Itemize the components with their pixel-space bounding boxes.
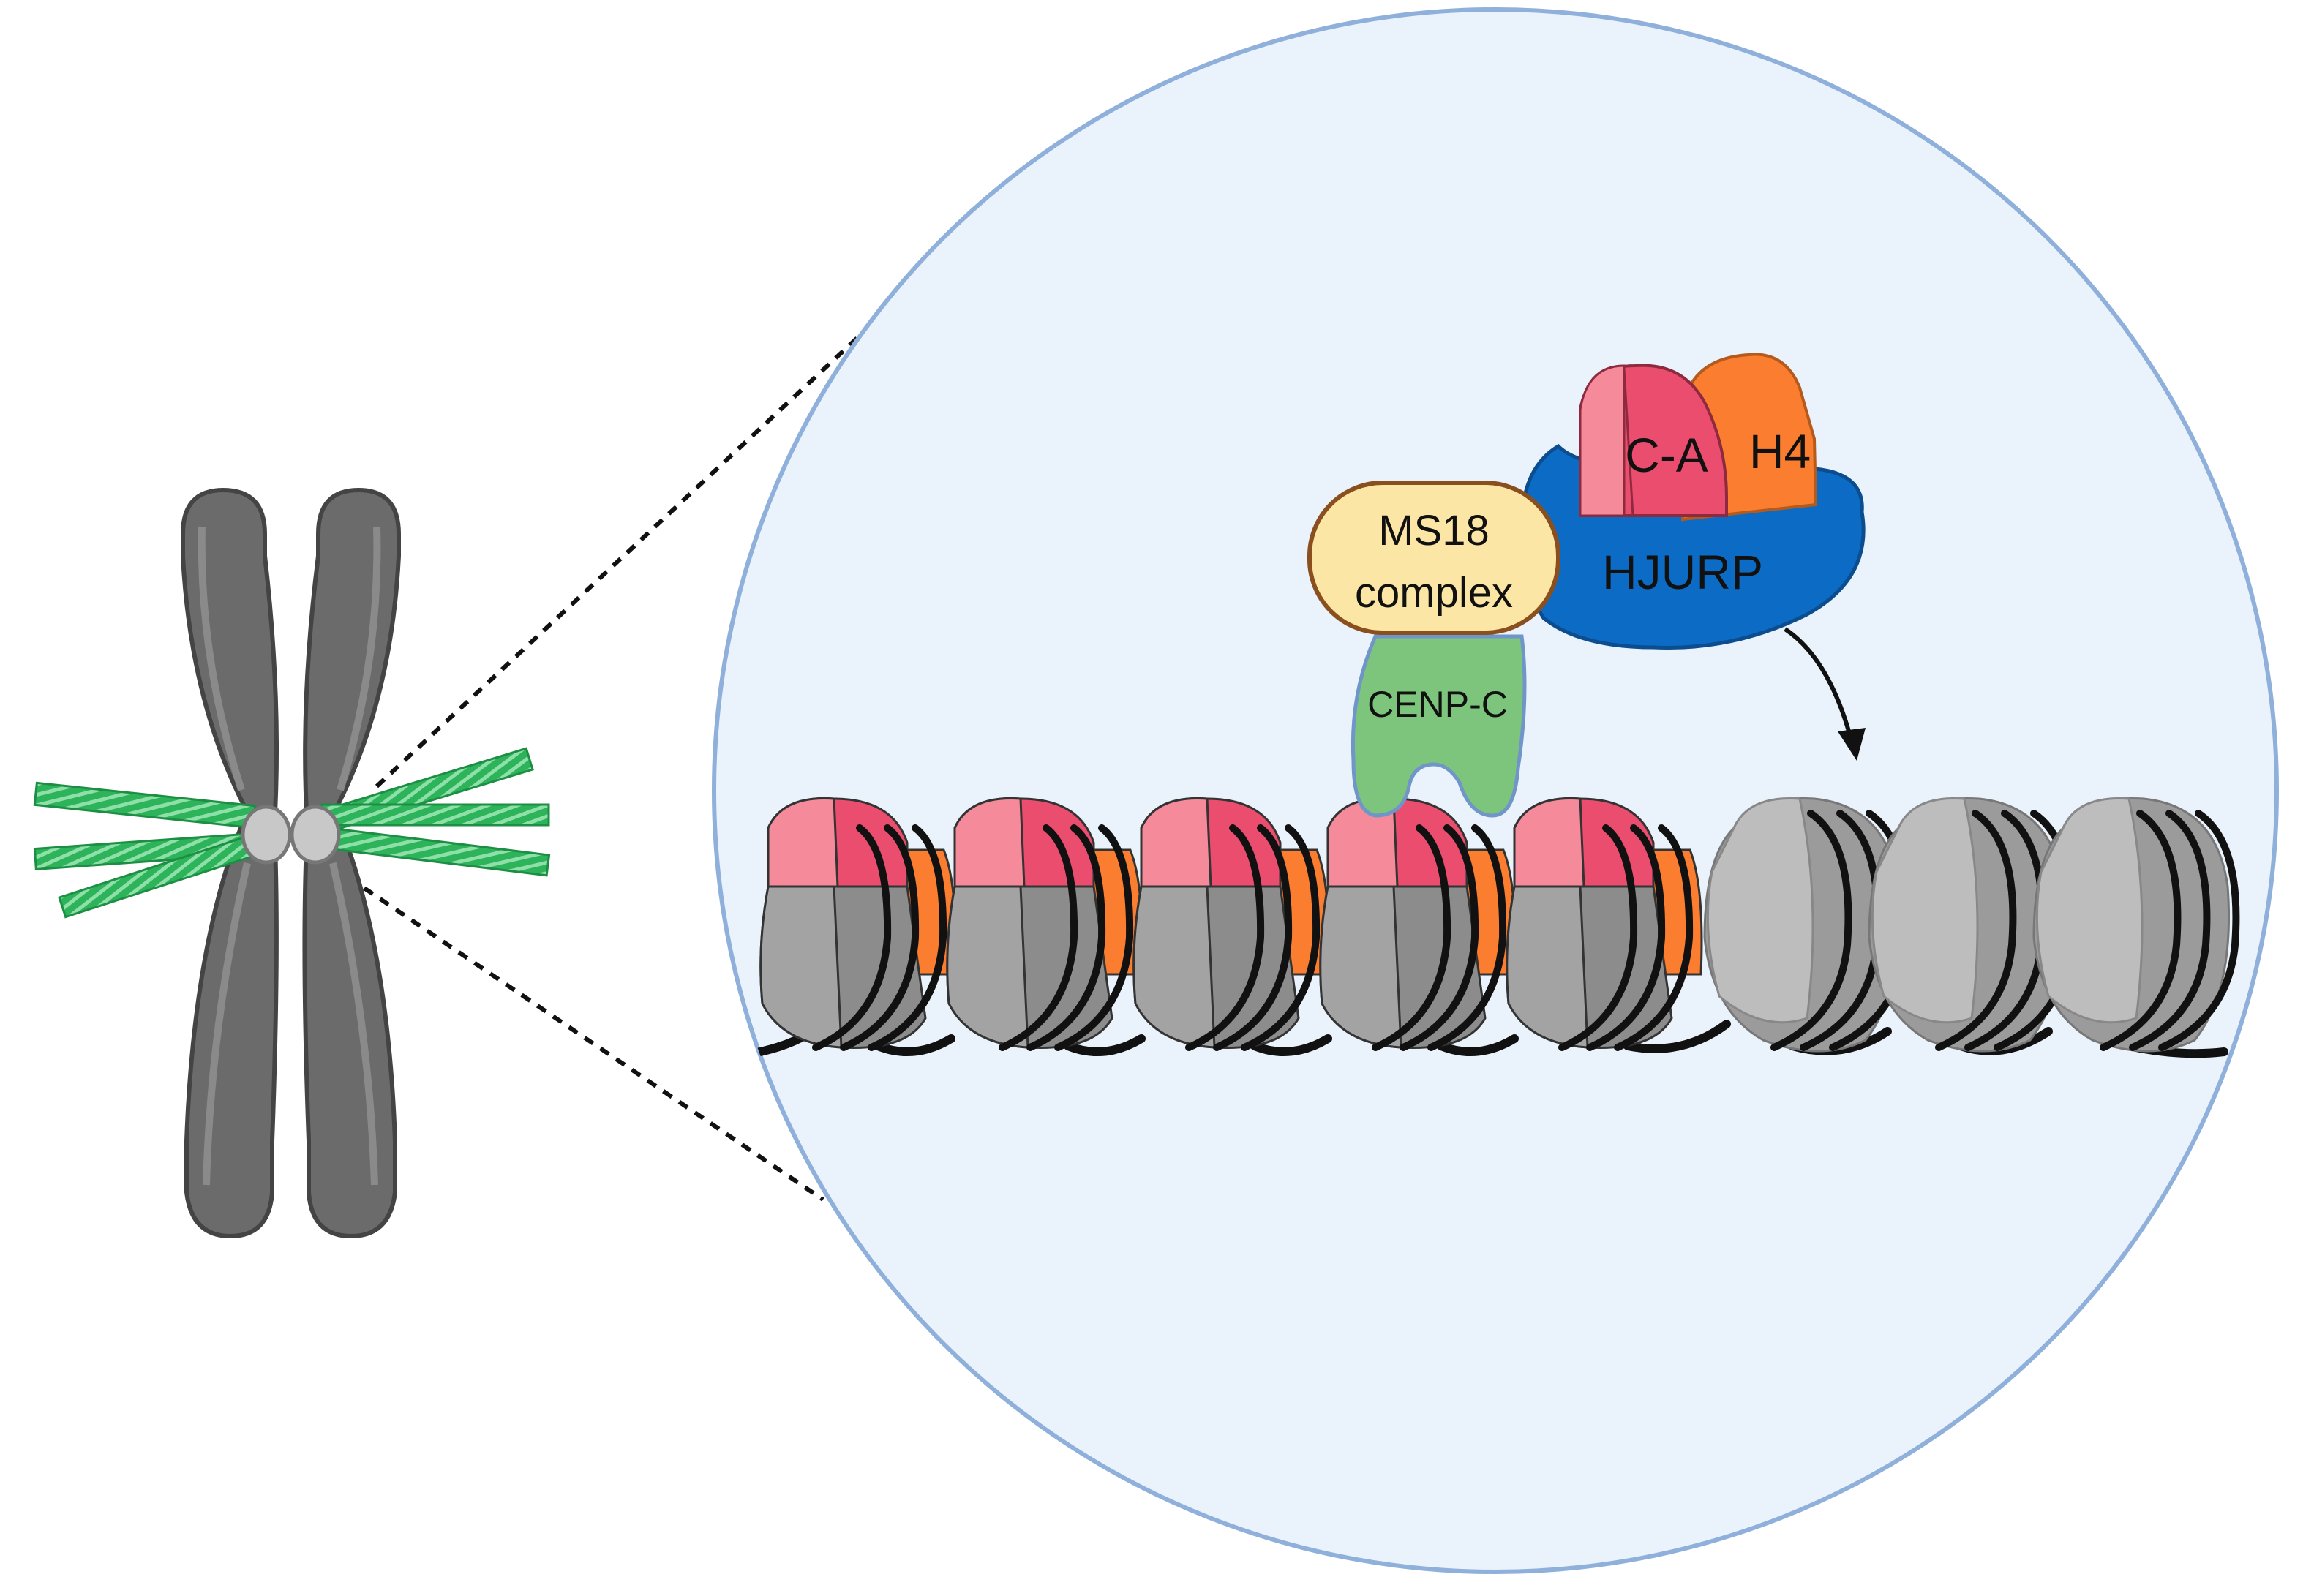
cenp-a-nucleosome <box>946 797 1143 1051</box>
nucleosome-array <box>759 797 2240 1053</box>
ms18-label-line1: MS18 <box>1378 507 1490 554</box>
h3-nucleosome <box>1703 797 1911 1053</box>
h4-label: H4 <box>1749 424 1811 478</box>
h3-nucleosome <box>2032 797 2240 1053</box>
kinetochore-right <box>290 805 341 865</box>
ms18-label-line2: complex <box>1355 569 1513 617</box>
cenp-c: CENP-C <box>1351 634 1527 818</box>
kinetochore-left <box>241 805 292 865</box>
microtubule <box>33 781 257 829</box>
cenp-a-histone: C-A <box>1579 364 1728 517</box>
cenp-a-nucleosome <box>1506 797 1703 1051</box>
ms18-complex: MS18 complex <box>1307 481 1560 635</box>
cenp-a-nucleosome <box>1319 797 1517 1051</box>
deposition-arrow <box>1784 627 1866 761</box>
zoom-lines <box>331 323 873 1202</box>
cenp-a-nucleosome <box>759 797 957 1051</box>
cenp-c-label: CENP-C <box>1367 684 1508 725</box>
kinetochores <box>241 805 341 865</box>
chromatid-right <box>302 487 401 1239</box>
microtubule <box>320 803 550 827</box>
c-a-label: C-A <box>1625 428 1708 482</box>
cenp-a-nucleosome <box>1132 797 1330 1051</box>
hjurp-label: HJURP <box>1602 545 1763 599</box>
